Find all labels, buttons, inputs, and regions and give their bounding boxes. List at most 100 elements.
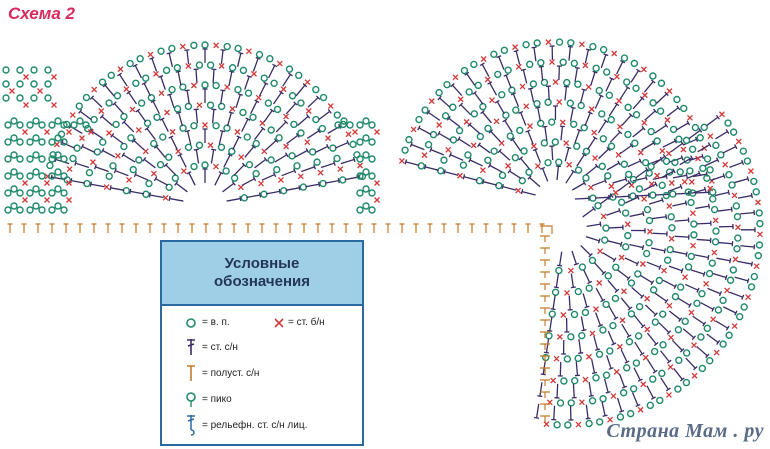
single-crochet (689, 210, 696, 217)
stitch-top (327, 108, 332, 114)
chain-stitch (563, 355, 572, 363)
single-crochet (620, 288, 627, 295)
double-crochet (75, 162, 90, 169)
double-crochet (734, 178, 749, 184)
chain-stitch (474, 81, 482, 90)
single-crochet (98, 108, 105, 114)
double-crochet (615, 61, 624, 75)
chain-stitch (475, 177, 484, 185)
chain-stitch (288, 92, 297, 100)
stitch-top (573, 262, 579, 266)
chain-stitch (551, 138, 560, 146)
chain-stitch (234, 44, 242, 53)
single-crochet (589, 330, 596, 337)
single-crochet (592, 155, 599, 162)
chain-stitch (54, 117, 62, 125)
single-crochet (421, 152, 428, 159)
double-crochet (712, 272, 727, 279)
double-crochet (226, 112, 232, 127)
chain-stitch (436, 167, 445, 175)
single-crochet (512, 44, 519, 51)
chain-stitch (506, 132, 514, 140)
chain-stitch (682, 136, 691, 145)
double-crochet (318, 110, 331, 121)
stitch-top (259, 192, 262, 198)
double-crochet (320, 162, 335, 169)
double-crochet (549, 316, 553, 331)
chain-stitch (217, 102, 226, 111)
chain-stitch (728, 181, 736, 189)
chain-stitch (201, 81, 209, 89)
stitch-top (638, 158, 643, 164)
single-crochet (724, 287, 731, 294)
chain-stitch (617, 198, 626, 207)
chain-stitch (581, 308, 590, 317)
stitch-top (131, 138, 137, 143)
double-crochet (552, 295, 556, 310)
double-crochet (405, 161, 420, 166)
chain-stitch (313, 158, 321, 166)
chain-stitch (687, 252, 695, 261)
chain-stitch (754, 251, 763, 260)
chain-stitch (143, 119, 152, 127)
double-crochet (670, 142, 683, 153)
stitch-top (236, 135, 242, 139)
chain-stitch (553, 421, 561, 429)
chain-stitch (82, 121, 90, 129)
chain-stitch (48, 206, 56, 214)
single-crochet (543, 421, 550, 428)
double-crochet (540, 66, 544, 81)
double-crochet (535, 403, 540, 418)
legend-heading: Условные обозначения (162, 242, 362, 306)
stitch-top (254, 99, 260, 103)
half-double (91, 223, 97, 233)
single-crochet (23, 102, 29, 108)
stitch-top (591, 206, 596, 212)
chain-stitch (688, 145, 697, 153)
stitch-top (273, 172, 277, 178)
half-double (540, 367, 550, 374)
double-crochet (307, 97, 319, 108)
single-crochet (126, 176, 132, 183)
stitch-top (520, 68, 526, 72)
chain-stitch (249, 113, 257, 121)
chain-stitch (46, 161, 54, 170)
stitch-top (627, 180, 632, 185)
single-crochet (44, 197, 50, 203)
single-crochet (641, 119, 648, 126)
stitch-top (251, 144, 257, 149)
double-crochet (668, 265, 683, 272)
chain-stitch (60, 138, 68, 146)
single-crochet (613, 368, 620, 375)
chain-stitch (724, 119, 732, 127)
double-crochet (631, 392, 639, 406)
double-crochet (265, 190, 280, 195)
stitch-top (654, 181, 658, 187)
stitch-top (664, 122, 669, 128)
half-double (399, 223, 405, 233)
double-crochet (430, 149, 445, 156)
stitch-top (703, 186, 707, 192)
chain-stitch (612, 263, 620, 271)
double-crochet (658, 322, 670, 333)
double-crochet (574, 67, 579, 82)
chain-stitch (570, 376, 579, 385)
stitch-top (542, 125, 548, 128)
chain-stitch (60, 189, 68, 197)
double-crochet (729, 161, 743, 169)
stitch-top (326, 143, 330, 150)
double-crochet (571, 250, 577, 265)
double-crochet (261, 173, 275, 181)
single-crochet (718, 111, 725, 118)
double-crochet (696, 238, 711, 242)
half-double (511, 223, 517, 233)
chain-stitch (356, 189, 364, 197)
chain-stitch (719, 296, 727, 305)
chain-stitch (599, 135, 608, 143)
half-double (497, 223, 503, 233)
half-double (35, 223, 41, 233)
single-crochet (681, 178, 688, 185)
double-crochet (606, 162, 620, 171)
single-crochet (695, 155, 702, 162)
chain-stitch (582, 174, 590, 182)
